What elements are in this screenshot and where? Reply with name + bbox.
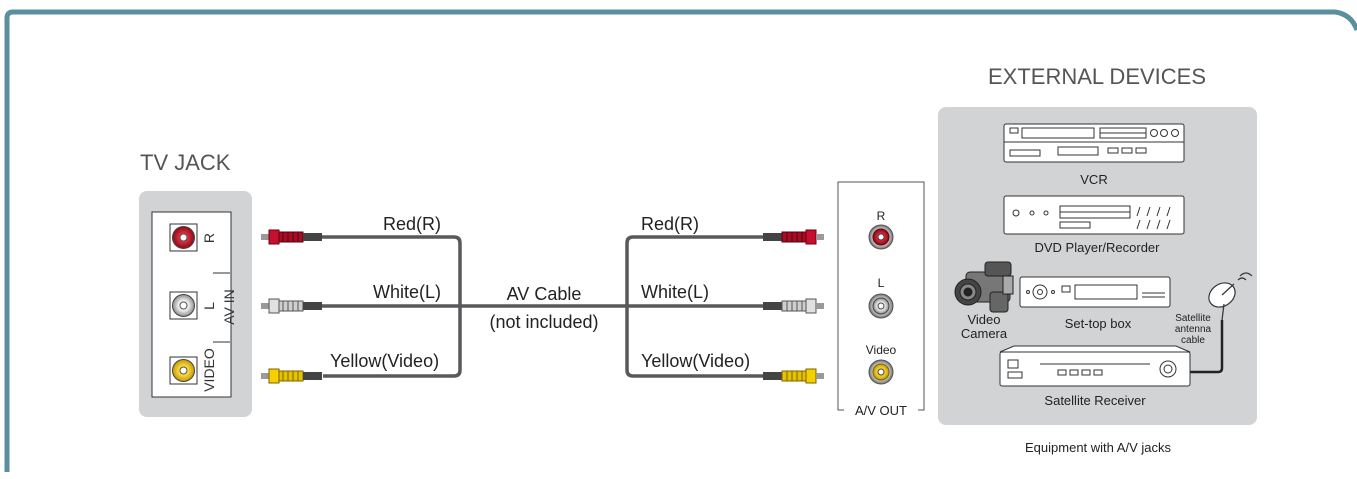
- av-out-jack-red[interactable]: [868, 224, 894, 250]
- camera-label-line2: Camera: [961, 326, 1008, 341]
- vcr-icon: [1003, 123, 1185, 163]
- label-white-left: White(L): [373, 282, 441, 302]
- tv-jack-yellow[interactable]: [169, 356, 198, 385]
- settop-label: Set-top box: [1065, 316, 1132, 331]
- tv-jack-white[interactable]: [169, 291, 198, 320]
- av-out-title: A/V OUT: [855, 403, 907, 418]
- camera-label-line1: Video: [967, 312, 1000, 327]
- tv-jack-label-l: L: [201, 302, 217, 310]
- tv-jack-label-r: R: [201, 233, 217, 243]
- av-out-jack-yellow[interactable]: [868, 359, 894, 385]
- av-cable-wires: [322, 235, 763, 378]
- label-white-right: White(L): [641, 282, 709, 302]
- satellite-receiver-icon: [999, 345, 1191, 387]
- sat-receiver-label: Satellite Receiver: [1044, 393, 1146, 408]
- plug-white-left: [261, 298, 322, 314]
- av-out-label-video: Video: [866, 343, 897, 357]
- set-top-box-icon: [1019, 276, 1171, 308]
- label-yellow-left: Yellow(Video): [330, 351, 439, 371]
- av-out-label-l: L: [878, 276, 885, 290]
- plug-yellow-left: [261, 368, 322, 384]
- label-red-left: Red(R): [383, 214, 441, 234]
- satellite-antenna-cable: [1182, 320, 1224, 374]
- tv-jack-title: TV JACK: [140, 150, 231, 175]
- label-red-right: Red(R): [641, 214, 699, 234]
- sat-cable-label-line2: antenna: [1175, 324, 1212, 335]
- plug-red-right: [763, 229, 824, 245]
- av-out-label-r: R: [877, 209, 886, 223]
- plug-yellow-right: [763, 368, 824, 384]
- sat-cable-label-line1: Satellite: [1175, 313, 1211, 324]
- video-camera-icon: [954, 261, 1014, 313]
- av-cable-title: AV Cable: [507, 284, 582, 304]
- tv-jack-label-video: VIDEO: [201, 348, 217, 392]
- sat-cable-label-line3: cable: [1181, 335, 1205, 346]
- av-out-box: [837, 181, 925, 411]
- av-in-label: AV IN: [221, 289, 237, 325]
- dvd-label: DVD Player/Recorder: [1035, 240, 1161, 255]
- satellite-dish-icon: [1208, 272, 1253, 321]
- av-cable-note: (not included): [489, 312, 598, 332]
- av-out-jack-white[interactable]: [868, 293, 894, 319]
- tv-jack-red[interactable]: [169, 223, 198, 252]
- equipment-caption: Equipment with A/V jacks: [1025, 440, 1171, 455]
- external-devices-title: EXTERNAL DEVICES: [988, 64, 1206, 89]
- plug-white-right: [763, 298, 824, 314]
- dvd-player-icon: [1003, 195, 1185, 235]
- label-yellow-right: Yellow(Video): [641, 351, 750, 371]
- page-frame: [4, 9, 1357, 472]
- vcr-label: VCR: [1080, 172, 1107, 187]
- plug-red-left: [261, 229, 322, 245]
